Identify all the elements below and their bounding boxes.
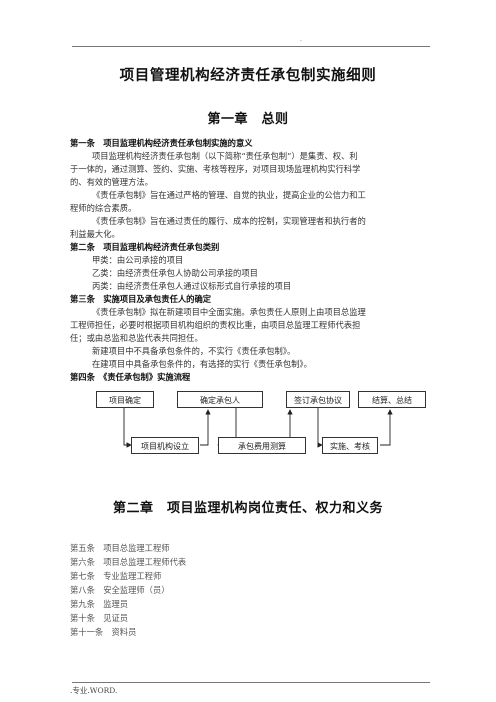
- article-2-heading: 第二条 项目监理机构经济责任承包类别: [70, 242, 220, 252]
- body-line: 项目监理机构经济责任承包制（以下简称“责任承包制”）是集责、权、利: [92, 151, 358, 161]
- flow-step-project-confirm: 项目确定: [96, 391, 154, 408]
- body-line: 利益最大化。: [70, 229, 120, 239]
- body-line: 的、有效的管理方法。: [70, 177, 153, 187]
- footer-text: .专业.WORD.: [70, 686, 118, 695]
- flow-step-sign-agreement: 签订承包协议: [286, 391, 350, 408]
- body-line: 于一体的，通过测算、签约、实施、考核等程序，对项目现场监理机构实行科学: [70, 164, 361, 174]
- toc-item: 第十条 见证员: [70, 613, 129, 623]
- article-1-heading: 第一条 项目监理机构经济责任承包制实施的意义: [70, 138, 253, 148]
- header-rule: [72, 46, 430, 47]
- toc-item: 第六条 项目总监理工程师代表: [70, 557, 187, 567]
- body-line: 甲类：由公司承接的项目: [92, 255, 184, 265]
- chapter-2-heading: 第二章 项目监理机构岗位责任、权力和义务: [112, 501, 383, 516]
- toc-item: 第五条 项目总监理工程师: [70, 543, 170, 553]
- chapter-1-heading: 第一章 总则: [207, 112, 289, 127]
- toc-item: 第八条 安全监理师（员）: [70, 585, 170, 595]
- body-line: 任；或由总监和总监代表共同担任。: [70, 333, 203, 343]
- toc-item: 第九条 监理员: [70, 599, 129, 609]
- flow-step-select-contractor: 确定承包人: [177, 391, 263, 408]
- body-line: 乙类：由经济责任承包人协助公司承接的项目: [92, 268, 258, 278]
- body-line: 新建项目中不具备承包条件的，不实行《责任承包制》。: [92, 346, 296, 356]
- header-mark: .: [300, 36, 302, 43]
- flow-step-implementation: 实施、考核: [322, 437, 378, 454]
- body-line: 工程师担任，必要时根据项目机构组织的责权比重，由项目总监理工程师代表担: [70, 320, 361, 330]
- toc-item: 第七条 专业监理工程师: [70, 571, 162, 581]
- body-line: 《责任承包制》旨在通过责任的履行、成本的控制，实现管理者和执行者的: [92, 216, 366, 226]
- footer-rule: [72, 682, 430, 683]
- body-line: 程师的综合素质。: [70, 203, 137, 213]
- toc-item: 第十一条 资料员: [70, 627, 137, 637]
- body-line: 《责任承包制》拟在新建项目中全面实施。承包责任人原则上由项目总监理: [92, 307, 366, 317]
- flow-step-settlement: 结算、总结: [358, 391, 426, 408]
- document-title: 项目管理机构经济责任承包制实施细则: [119, 67, 377, 84]
- body-line: 在建项目中具备承包条件的，有选择的实行《责任承包制》。: [92, 359, 312, 369]
- body-line: 丙类：由经济责任承包人通过议标形式自行承接的项目: [92, 281, 292, 291]
- article-4-heading: 第四条 《责任承包制》实施流程: [70, 372, 191, 382]
- article-3-heading: 第三条 实施项目及承包责任人的确定: [70, 294, 212, 304]
- flow-step-cost-estimation: 承包费用测算: [218, 437, 306, 454]
- body-line: 《责任承包制》旨在通过严格的管理、自觉的执业，提高企业的公信力和工: [92, 190, 366, 200]
- flow-step-organization-setup: 项目机构设立: [131, 437, 199, 454]
